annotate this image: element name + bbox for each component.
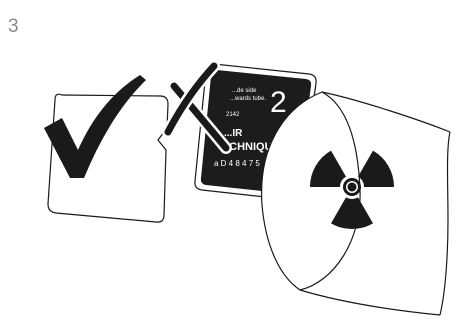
plate-small-line-2: ...wards tube. (230, 96, 266, 102)
plate-small-line-3: 2142 (226, 112, 240, 118)
plate-small-line-1: ...de side (232, 88, 257, 94)
plate-brand-line-1: ...IR (224, 128, 243, 139)
plate-big-number: 2 (270, 86, 287, 119)
plate-code: a D 4 8 4 7 5 (214, 159, 260, 168)
